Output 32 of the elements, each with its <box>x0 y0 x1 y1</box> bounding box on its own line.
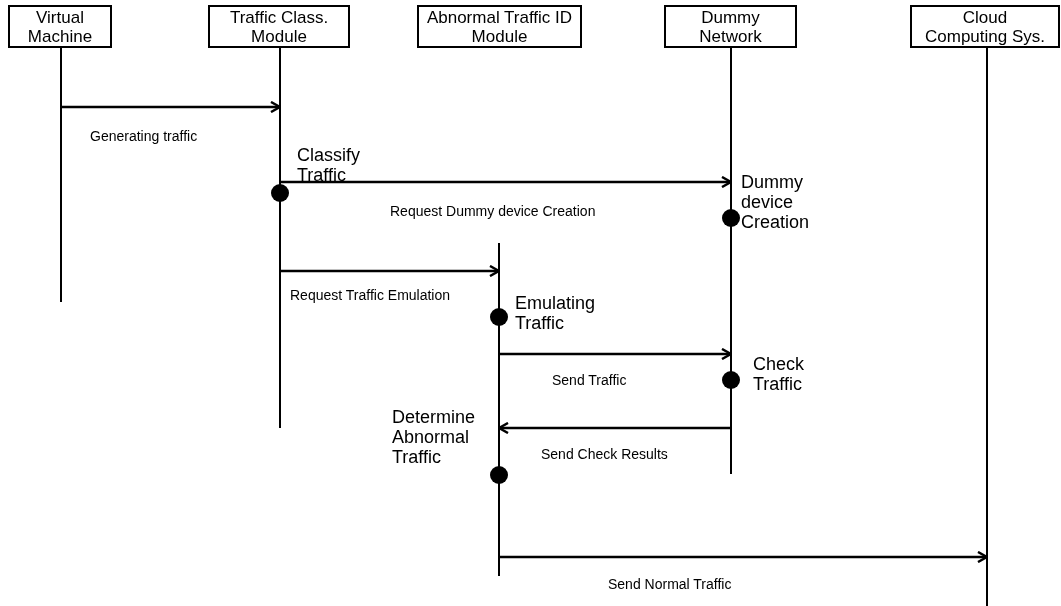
message-arrow <box>499 550 989 564</box>
event-label: Check Traffic <box>753 354 806 394</box>
edge-label: Send Traffic <box>550 372 629 388</box>
message-arrow <box>280 264 501 278</box>
edge-label: Generating traffic <box>88 128 200 144</box>
edge-label: Send Normal Traffic <box>606 576 734 592</box>
lifeline <box>60 48 62 302</box>
message-arrow <box>280 175 733 189</box>
event-label: Classify Traffic <box>297 145 361 185</box>
lifeline <box>498 243 500 576</box>
edge-label: Request Traffic Emulation <box>288 287 453 303</box>
lifeline <box>730 48 732 474</box>
message-arrow <box>61 100 282 114</box>
activation-dot <box>490 308 508 326</box>
participant-box: Traffic Class. Module <box>208 5 350 48</box>
message-arrow <box>499 347 733 361</box>
activation-dot <box>271 184 289 202</box>
event-label: Emulating Traffic <box>515 293 597 333</box>
lifeline <box>279 48 281 428</box>
edge-label: Request Dummy device Creation <box>388 203 598 219</box>
participant-box: Virtual Machine <box>8 5 112 48</box>
participant-box: Abnormal Traffic ID Module <box>417 5 582 48</box>
message-arrow <box>497 421 731 435</box>
activation-dot <box>490 466 508 484</box>
edge-label: Send Check Results <box>539 446 670 462</box>
lifeline <box>986 48 988 606</box>
event-label: Determine Abnormal Traffic <box>392 407 477 467</box>
event-label: Dummy device Creation <box>741 172 811 232</box>
participant-box: Dummy Network <box>664 5 797 48</box>
activation-dot <box>722 209 740 227</box>
activation-dot <box>722 371 740 389</box>
participant-box: Cloud Computing Sys. <box>910 5 1060 48</box>
